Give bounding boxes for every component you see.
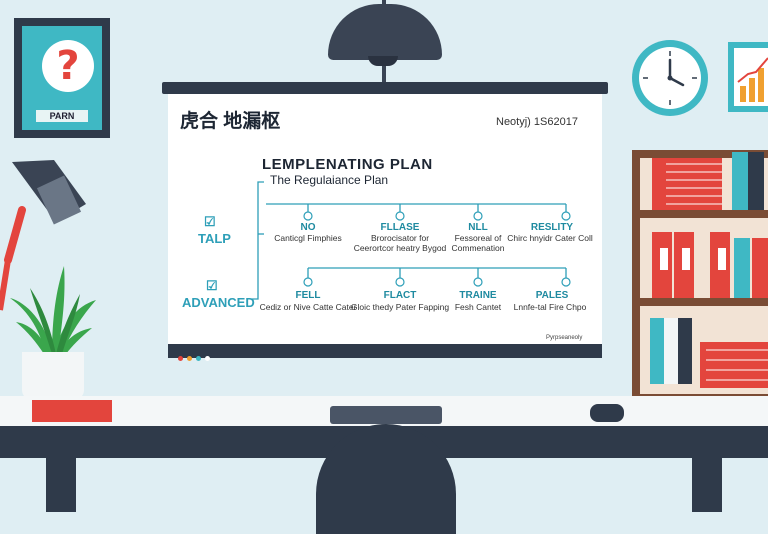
bottom-node-desc: Fesh Cantet — [454, 302, 502, 312]
talp-check-icon: ☑ — [204, 214, 216, 229]
bottom-node-title: FELL — [295, 290, 321, 301]
bottom-node-desc: Lnnfe-tal Fire Chpo — [513, 302, 587, 312]
shelf-board — [632, 298, 768, 306]
dot-red — [178, 356, 183, 361]
advanced-check-icon: ☑ — [206, 278, 218, 293]
poster-label: PARN — [36, 110, 88, 122]
slide-footer-note: Pyrpseaneoly — [546, 335, 583, 341]
top-node-title: NO — [300, 222, 316, 233]
top-node-title: RESLITY — [530, 222, 574, 233]
top-node-title: FLLASE — [380, 222, 420, 233]
top-node-desc: Brorocisator for Ceerortcor heatry Bygod — [353, 233, 447, 253]
plant-pot — [22, 352, 84, 400]
left-label-talp: TALP — [198, 231, 231, 246]
growth-chart-graphic — [734, 48, 768, 106]
top-node-title: NLL — [468, 222, 488, 233]
top-node-desc: Chirc hnyidr Cater Coll — [507, 233, 593, 243]
bottom-node-title: TRAINE — [459, 290, 497, 301]
wall-poster: ? PARN — [14, 18, 110, 138]
clock-icon — [632, 40, 708, 116]
projection-screen — [168, 94, 602, 344]
slide-title: 虎合 地漏枢 — [180, 111, 281, 132]
keyboard-icon — [330, 406, 442, 424]
mouse-icon — [590, 404, 624, 422]
desk-leg — [692, 458, 722, 512]
plant-leaves-icon — [10, 266, 96, 354]
flow-connectors — [252, 181, 571, 300]
bottom-node-title: FLACT — [383, 290, 417, 301]
left-label-advanced: ADVANCED — [182, 295, 255, 310]
top-node-desc: Fessoreal of Commenation — [451, 233, 505, 253]
shelf-board — [632, 210, 768, 218]
lamp-bulb — [368, 56, 398, 66]
clock-face — [639, 47, 701, 109]
poster-panel: ? PARN — [22, 26, 102, 130]
screen-top-bar — [162, 82, 608, 94]
bottom-node-title: PALES — [535, 290, 569, 301]
plan-title: LEMPLENATING PLAN — [262, 156, 433, 173]
dot-teal — [196, 356, 201, 361]
book-icon — [32, 400, 112, 422]
dot-white — [205, 356, 210, 361]
question-mark-icon: ? — [42, 40, 94, 92]
screen-bottom-bar — [168, 344, 602, 361]
top-node-desc: Canticgl Fimphies — [274, 233, 342, 243]
ceiling-lamp-icon — [328, 4, 442, 60]
bookshelf — [632, 150, 768, 402]
shelf-books — [650, 152, 768, 388]
slide-date: Neotyj) 1S62017 — [496, 116, 578, 128]
bottom-node-desc: Cediz or Nive Catte Cater — [259, 302, 357, 312]
dot-orange — [187, 356, 192, 361]
bottom-node-desc: Gloic thedy Pater Fapping — [350, 302, 450, 312]
plan-subtitle: The Regulaiance Plan — [270, 173, 389, 187]
growth-chart-icon — [728, 42, 768, 112]
desk-leg — [46, 458, 76, 512]
screen-indicator-dots — [178, 348, 214, 366]
clock-hands — [643, 51, 697, 105]
